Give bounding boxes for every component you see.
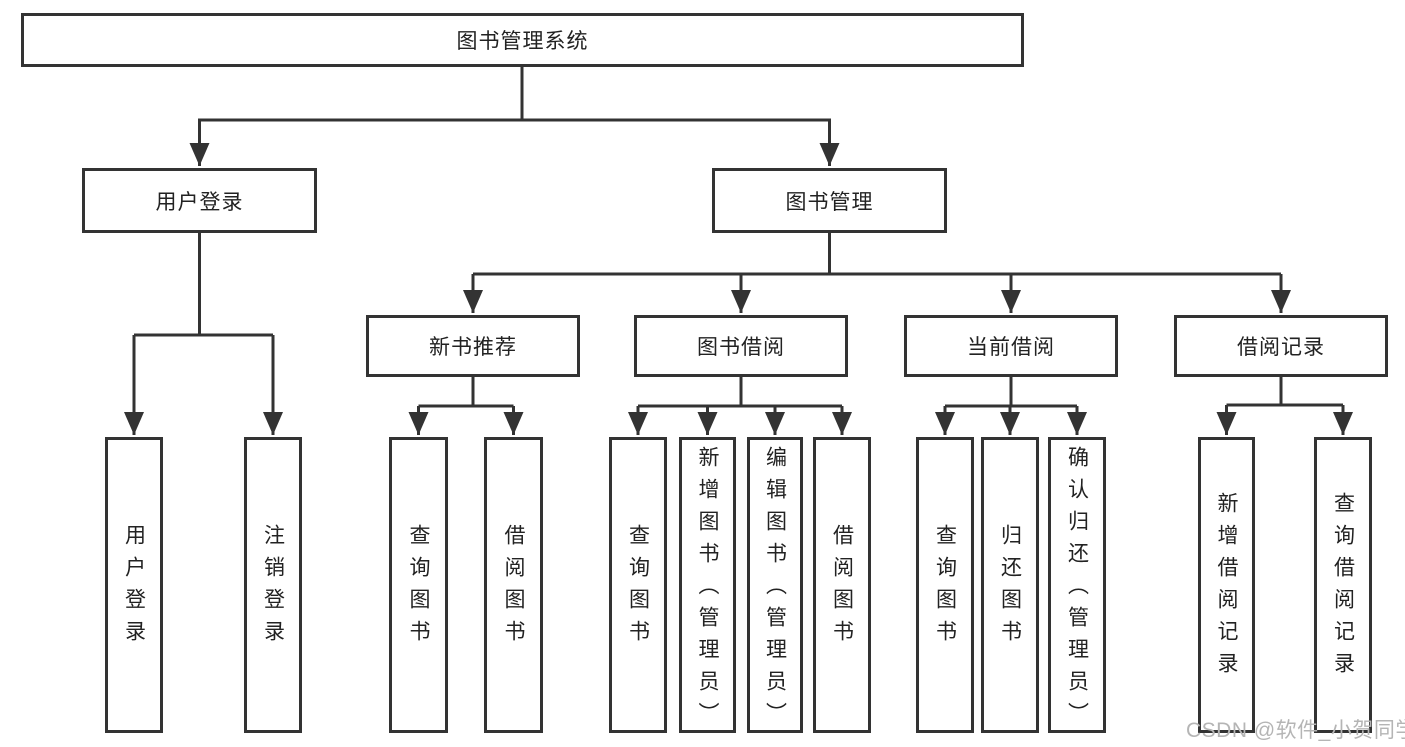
node-leaf-edit-book-admin: 编辑图书（管理员） — [747, 437, 803, 734]
node-leaf-borrow-books-2: 借阅图书 — [813, 437, 871, 733]
node-leaf-query-borrow-record: 查询借阅记录 — [1314, 437, 1372, 733]
node-leaf-query-books-2: 查询图书 — [609, 437, 667, 733]
node-leaf-borrow-books-1: 借阅图书 — [484, 437, 543, 733]
node-user-login: 用户登录 — [82, 168, 317, 233]
node-leaf-query-books-1: 查询图书 — [389, 437, 448, 733]
node-leaf-query-books-3: 查询图书 — [916, 437, 974, 733]
node-leaf-return-book: 归还图书 — [981, 437, 1039, 733]
node-borrowing-records: 借阅记录 — [1174, 315, 1388, 377]
node-new-book-recommend: 新书推荐 — [366, 315, 580, 377]
node-book-management: 图书管理 — [712, 168, 947, 233]
node-leaf-confirm-return-admin: 确认归还（管理员） — [1048, 437, 1106, 734]
node-current-borrowing: 当前借阅 — [904, 315, 1118, 377]
node-leaf-add-borrow-record: 新增借阅记录 — [1198, 437, 1255, 733]
node-book-borrowing: 图书借阅 — [634, 315, 848, 377]
node-leaf-logout: 注销登录 — [244, 437, 302, 733]
node-leaf-user-login: 用户登录 — [105, 437, 163, 733]
node-library-management-system: 图书管理系统 — [21, 13, 1024, 67]
watermark-text: CSDN @软件_小贺同学 — [1186, 719, 1405, 742]
node-leaf-add-book-admin: 新增图书（管理员） — [679, 437, 736, 734]
